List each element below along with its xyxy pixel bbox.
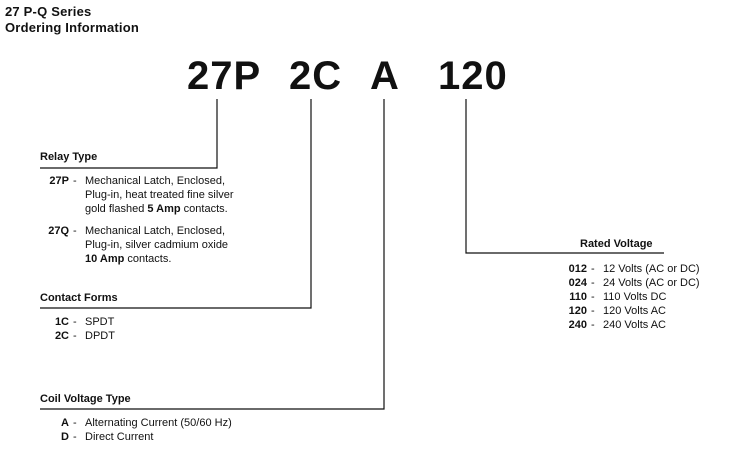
relay-desc-line: Plug-in, silver cadmium oxide [85, 239, 229, 251]
relay-type-item: 27P - Mechanical Latch, Enclosed, Plug-i… [39, 174, 299, 216]
voltage-desc: 110 Volts DC [603, 291, 667, 303]
contact-code: 2C [54, 330, 69, 342]
voltage-code: 240 [568, 319, 587, 331]
rated-voltage-list: 012 - 12 Volts (AC or DC) 024 - 24 Volts… [557, 262, 752, 332]
relay-desc-line: Mechanical Latch, Enclosed, [85, 175, 226, 187]
coil-voltage-section: Coil Voltage Type A - Alternating Curren… [39, 393, 319, 444]
contact-desc: SPDT [85, 316, 115, 328]
coil-desc: Alternating Current (50/60 Hz) [85, 417, 232, 429]
voltage-code: 110 [569, 291, 587, 303]
relay-desc-line: 10 Amp contacts. [85, 253, 172, 265]
relay-code: 27P [49, 175, 69, 187]
relay-desc-line: gold flashed 5 Amp contacts. [85, 203, 228, 215]
list-item: 012 - 12 Volts (AC or DC) [557, 262, 752, 276]
voltage-code: 024 [568, 277, 587, 289]
coil-code: D [61, 431, 69, 443]
separator: - [73, 175, 77, 187]
relay-desc-line: Plug-in, heat treated fine silver [85, 189, 234, 201]
coil-voltage-list: A - Alternating Current (50/60 Hz) D - D… [39, 416, 319, 444]
connector-relay-type [40, 99, 218, 169]
connector-coil-voltage [40, 99, 385, 410]
code-part-contact-form: 2C [289, 54, 343, 98]
code-part-relay-type: 27P [187, 54, 262, 98]
contact-code: 1C [54, 316, 69, 328]
voltage-desc: 240 Volts AC [603, 319, 666, 331]
relay-desc: Mechanical Latch, Enclosed, Plug-in, hea… [85, 174, 299, 216]
list-item: A - Alternating Current (50/60 Hz) [39, 416, 319, 430]
separator: - [591, 277, 595, 289]
contact-forms-section: Contact Forms 1C - SPDT 2C - DPDT [39, 292, 239, 343]
separator: - [73, 431, 77, 443]
code-part-coil-voltage: A [370, 54, 400, 98]
voltage-code: 120 [568, 305, 587, 317]
coil-code: A [61, 417, 69, 429]
separator: - [73, 225, 77, 237]
relay-desc: Mechanical Latch, Enclosed, Plug-in, sil… [85, 224, 299, 266]
contact-desc: DPDT [85, 330, 115, 342]
relay-code: 27Q [48, 225, 69, 237]
list-item: 110 - 110 Volts DC [557, 290, 752, 304]
voltage-desc: 120 Volts AC [603, 305, 666, 317]
relay-type-section: Relay Type 27P - Mechanical Latch, Enclo… [39, 151, 299, 266]
relay-type-item: 27Q - Mechanical Latch, Enclosed, Plug-i… [39, 224, 299, 266]
code-part-rated-voltage: 120 [438, 54, 508, 98]
separator: - [591, 305, 595, 317]
voltage-code: 012 [568, 263, 587, 275]
separator: - [591, 319, 595, 331]
relay-desc-line: Mechanical Latch, Enclosed, [85, 225, 226, 237]
ordering-subtitle: Ordering Information [5, 20, 139, 35]
separator: - [591, 291, 595, 303]
connector-rated-voltage [465, 99, 664, 254]
contact-forms-list: 1C - SPDT 2C - DPDT [39, 315, 239, 343]
header: 27 P-Q Series Ordering Information [5, 4, 139, 36]
separator: - [73, 316, 77, 328]
coil-voltage-title: Coil Voltage Type [40, 393, 131, 405]
list-item: D - Direct Current [39, 430, 319, 444]
list-item: 2C - DPDT [39, 329, 239, 343]
contact-forms-title: Contact Forms [40, 292, 118, 304]
list-item: 240 - 240 Volts AC [557, 318, 752, 332]
voltage-desc: 12 Volts (AC or DC) [603, 263, 700, 275]
separator: - [73, 417, 77, 429]
rated-voltage-title: Rated Voltage [580, 238, 653, 250]
series-title: 27 P-Q Series [5, 4, 92, 19]
voltage-desc: 24 Volts (AC or DC) [603, 277, 700, 289]
list-item: 024 - 24 Volts (AC or DC) [557, 276, 752, 290]
list-item: 1C - SPDT [39, 315, 239, 329]
list-item: 120 - 120 Volts AC [557, 304, 752, 318]
relay-type-title: Relay Type [40, 151, 98, 163]
connector-contact-forms [40, 99, 312, 309]
separator: - [73, 330, 77, 342]
coil-desc: Direct Current [85, 431, 154, 443]
separator: - [591, 263, 595, 275]
